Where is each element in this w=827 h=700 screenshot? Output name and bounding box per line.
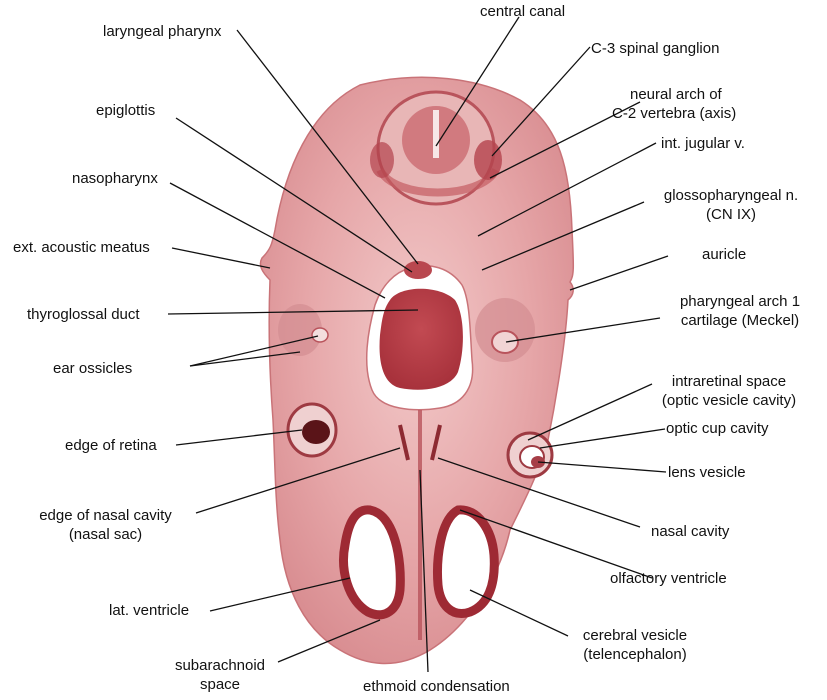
- label-intraretinal-line2: (optic vesicle cavity): [661, 392, 797, 409]
- right-ventricle: [433, 505, 499, 618]
- label-optic-cup-cavity: optic cup cavity: [666, 420, 769, 437]
- label-cerebral-vesicle: cerebral vesicle (telencephalon): [570, 626, 700, 664]
- ossicles: [311, 327, 329, 343]
- right-nasal-pit: [430, 424, 442, 461]
- label-pharyngeal-arch-line2: cartilage (Meckel): [680, 312, 800, 329]
- label-neural-arch-line2: C-2 vertebra (axis): [612, 105, 737, 122]
- label-laryngeal-pharynx: laryngeal pharynx: [103, 23, 222, 40]
- c3-ganglion: [474, 140, 502, 180]
- label-glossopharyngeal-line1: glossopharyngeal n.: [663, 187, 799, 204]
- label-intraretinal-line1: intraretinal space: [671, 373, 787, 390]
- label-nasopharynx: nasopharynx: [72, 170, 158, 187]
- label-nasal-cavity: nasal cavity: [651, 523, 730, 540]
- label-ext-acoustic-meatus: ext. acoustic meatus: [13, 239, 150, 256]
- label-olfactory-ventricle: olfactory ventricle: [610, 570, 727, 587]
- label-neural-arch-line1: neural arch of: [630, 86, 722, 103]
- label-epiglottis: epiglottis: [96, 102, 156, 119]
- central-canal: [433, 110, 439, 158]
- label-pharyngeal-arch: pharyngeal arch 1 cartilage (Meckel): [660, 292, 820, 330]
- label-edge-of-nasal-cavity: edge of nasal cavity (nasal sac): [18, 506, 193, 544]
- label-edge-of-retina: edge of retina: [65, 437, 157, 454]
- label-glossopharyngeal: glossopharyngeal n. (CN IX): [646, 186, 816, 224]
- label-c3-spinal-ganglion: C-3 spinal ganglion: [591, 40, 720, 57]
- left-ventricle: [339, 505, 405, 620]
- label-lens-vesicle: lens vesicle: [668, 464, 746, 481]
- label-subarachnoid-space: subarachnoid space: [165, 656, 275, 694]
- meckel-cartilage: [491, 330, 519, 354]
- label-subarachnoid-line2: space: [199, 676, 241, 693]
- label-neural-arch: neural arch of C-2 vertebra (axis): [612, 85, 736, 123]
- label-ear-ossicles: ear ossicles: [53, 360, 133, 377]
- label-pharyngeal-arch-line1: pharyngeal arch 1: [679, 293, 801, 310]
- label-subarachnoid-line1: subarachnoid: [174, 657, 266, 674]
- label-int-jugular: int. jugular v.: [661, 135, 745, 152]
- left-ganglion: [370, 142, 394, 178]
- left-nasal-pit: [398, 424, 410, 461]
- label-auricle: auricle: [702, 246, 747, 263]
- label-ethmoid-condensation: ethmoid condensation: [363, 678, 510, 695]
- label-central-canal: central canal: [480, 3, 566, 20]
- epiglottis-tissue: [404, 261, 432, 279]
- label-cerebral-vesicle-line1: cerebral vesicle: [582, 627, 688, 644]
- leader-lines: [167, 16, 669, 673]
- label-thyroglossal-duct: thyroglossal duct: [27, 306, 140, 323]
- label-edge-nasal-line1: edge of nasal cavity: [39, 507, 172, 524]
- label-glossopharyngeal-line2: (CN IX): [706, 206, 756, 223]
- label-intraretinal-space: intraretinal space (optic vesicle cavity…: [634, 372, 824, 410]
- label-edge-nasal-line2: (nasal sac): [68, 526, 143, 543]
- left-retina-dark: [302, 420, 330, 444]
- label-lat-ventricle: lat. ventricle: [109, 602, 190, 619]
- label-cerebral-vesicle-line2: (telencephalon): [583, 646, 687, 663]
- tongue: [379, 288, 463, 390]
